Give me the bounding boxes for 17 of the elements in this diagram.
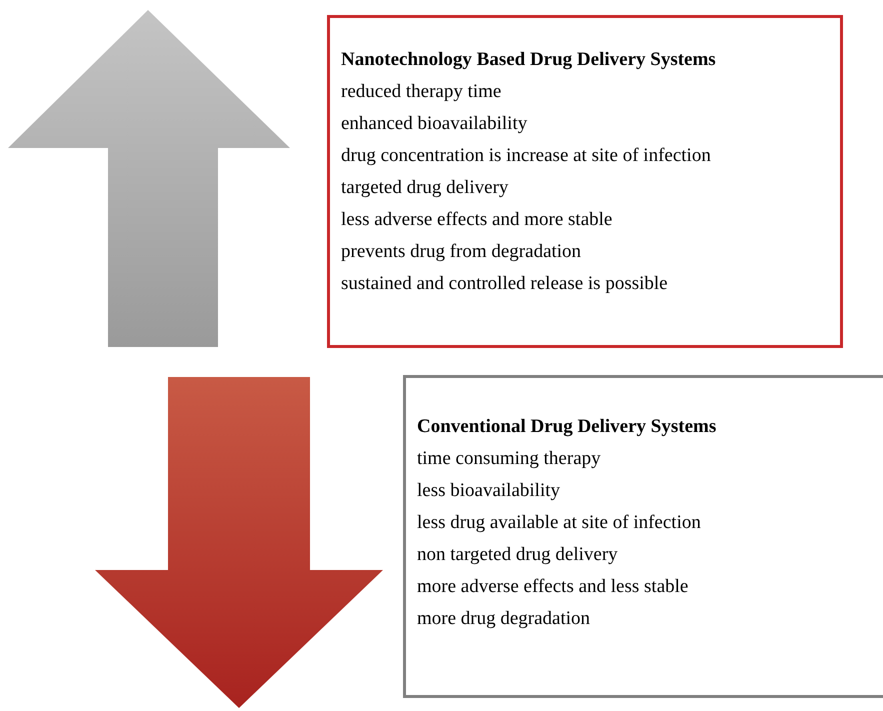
list-item: less adverse effects and more stable (341, 208, 612, 232)
list-item: less bioavailability (417, 479, 560, 503)
list-item: prevents drug from degradation (341, 240, 582, 264)
list-item: less drug available at site of infection (417, 511, 701, 535)
list-item: more drug degradation (417, 607, 590, 631)
box-heading: Conventional Drug Delivery Systems (417, 415, 716, 439)
box-heading: Nanotechnology Based Drug Delivery Systems (341, 48, 716, 72)
text-box (327, 15, 843, 348)
list-item: non targeted drug delivery (417, 543, 618, 567)
list-item: enhanced bioavailability (341, 112, 528, 136)
list-item: time consuming therapy (417, 447, 601, 471)
text-box (403, 375, 883, 698)
list-item: more adverse effects and less stable (417, 575, 688, 599)
list-item: targeted drug delivery (341, 176, 508, 200)
list-item: sustained and controlled release is possible (341, 272, 668, 296)
list-item: reduced therapy time (341, 80, 502, 104)
list-item: drug concentration is increase at site of infection (341, 144, 711, 168)
